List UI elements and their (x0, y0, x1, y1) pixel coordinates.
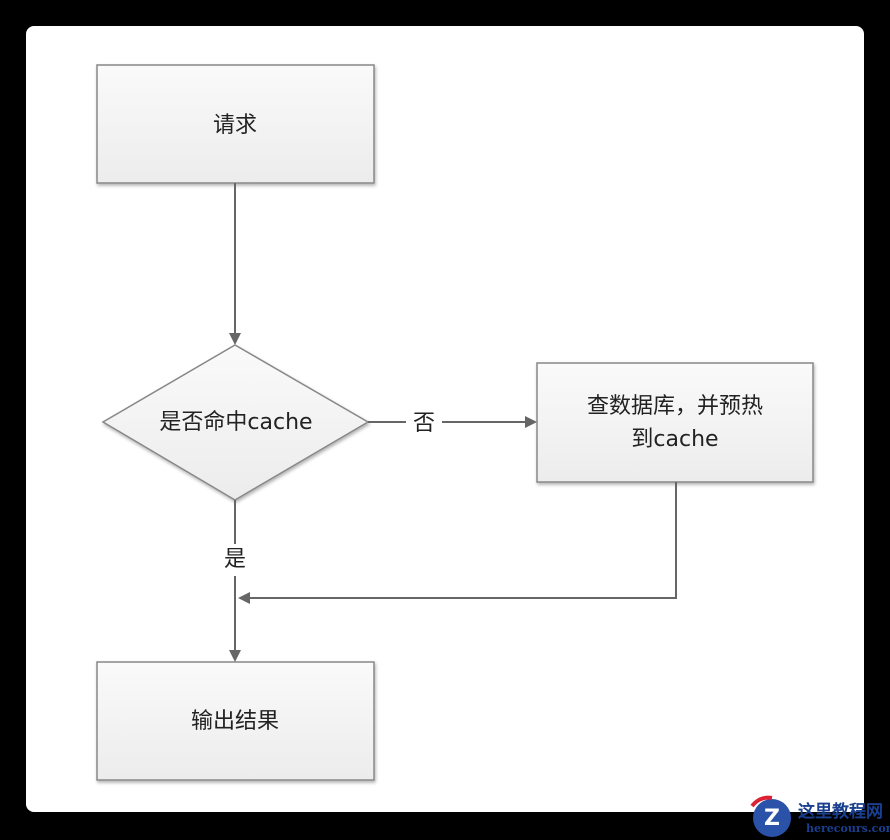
node-decision-label: 是否命中cache (159, 410, 312, 435)
node-query-db-line1: 查数据库，并预热 (587, 394, 763, 419)
watermark-title: 这里教程网 (798, 801, 883, 822)
svg-text:Z: Z (764, 806, 780, 831)
node-output: 输出结果 (96, 661, 375, 781)
node-request: 请求 (96, 64, 375, 184)
node-output-label: 输出结果 (191, 709, 279, 734)
node-query-db: 查数据库，并预热 到cache (536, 362, 814, 483)
watermark-url: herecours.com (806, 822, 890, 835)
watermark-logo-icon (753, 799, 791, 837)
edge-query-db-to-output (238, 482, 677, 604)
node-request-label: 请求 (213, 113, 257, 138)
node-query-db-line2: 到cache (631, 427, 718, 452)
watermark: Z 这里教程网 herecours.com (750, 795, 890, 837)
edge-no-label: 否 (413, 411, 435, 436)
edge-yes-label: 是 (224, 547, 246, 572)
